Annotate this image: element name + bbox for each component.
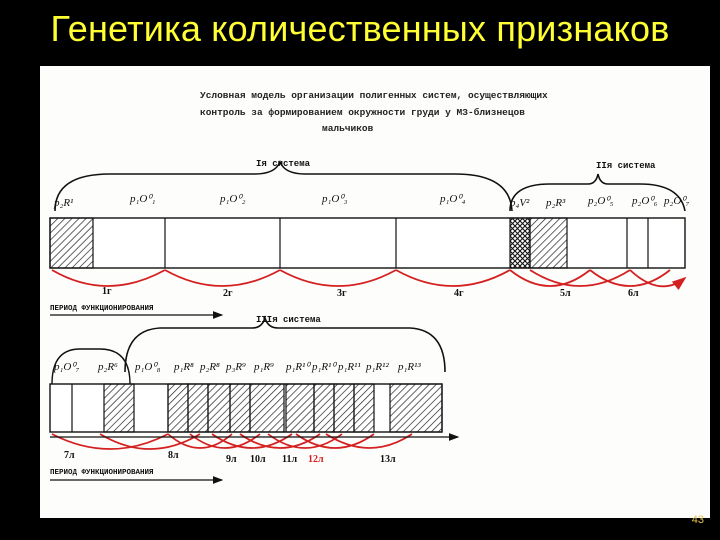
top-period-2: 2г <box>223 288 233 299</box>
top-bar <box>49 217 686 269</box>
bottom-segment-hatched-9 <box>333 383 355 433</box>
bottom-gene-4: p₁R⁸ <box>173 361 194 373</box>
system-2-label: IIя система <box>596 161 656 171</box>
top-period-4: 4г <box>454 288 464 299</box>
bottom-segment-hatched-1 <box>103 383 135 433</box>
system-3-label: IIIя система <box>256 315 321 325</box>
slide-title: Генетика количественных признаков <box>50 8 670 49</box>
top-gene-4: p₁O⁰₃ <box>321 193 348 205</box>
bottom-segment-hatched-8 <box>313 383 335 433</box>
top-period-1: 1г <box>102 286 112 297</box>
top-gene-2: p₁O⁰₁ <box>129 193 156 205</box>
top-gene-7: p₂R³ <box>545 197 566 209</box>
bottom-period-6: 12л <box>308 454 324 465</box>
page-number: 43 <box>691 514 704 526</box>
bottom-gene-9: p₁R¹⁰ <box>311 361 337 373</box>
system-2-brace <box>509 173 686 212</box>
top-gene-10: p₂O⁰₇ <box>663 195 690 207</box>
bottom-period-1: 7л <box>64 450 75 461</box>
bottom-gene-6: p₃R⁹ <box>225 361 246 373</box>
caption-line-1: Условная модель организации полигенных с… <box>200 90 548 101</box>
bottom-gene-12: p₁R¹³ <box>397 361 421 373</box>
system-3-brace <box>124 315 446 373</box>
caption-line-3: мальчиков <box>322 123 374 134</box>
top-period-3: 3г <box>337 288 347 299</box>
system-1-label: Iя система <box>256 159 311 169</box>
bottom-gene-1: p₁O⁰₇ <box>53 361 80 373</box>
top-gene-1: p₂R¹ <box>53 197 73 209</box>
bottom-segment-hatched-7 <box>285 383 315 433</box>
top-gene-8: p₂O⁰₅ <box>587 195 614 207</box>
top-gene-9: p₂O⁰₆ <box>631 195 658 207</box>
top-segment-crosshatched <box>509 217 531 269</box>
top-segment-hatched-1 <box>49 217 94 269</box>
top-period-arcs <box>51 269 687 291</box>
bottom-period-5: 11л <box>282 454 297 465</box>
bottom-segment-hatched-5 <box>229 383 251 433</box>
top-period-6: 6л <box>628 288 639 299</box>
bottom-period-3: 9л <box>226 454 237 465</box>
bottom-period-7: 13л <box>380 454 396 465</box>
bottom-gene-7: p₁R⁹ <box>253 361 274 373</box>
bottom-gene-2: p₂R⁶ <box>97 361 118 373</box>
polygenic-model-diagram: Условная модель организации полигенных с… <box>49 90 690 484</box>
bottom-gene-10: p₁R¹¹ <box>337 361 361 373</box>
top-gene-6: p₄V² <box>509 197 530 209</box>
figure-panel: Условная модель организации полигенных с… <box>40 66 710 518</box>
bottom-period-4: 10л <box>250 454 266 465</box>
bottom-period-2: 8л <box>168 450 179 461</box>
bottom-segment-hatched-6 <box>249 383 285 433</box>
bottom-segment-hatched-3 <box>187 383 209 433</box>
caption-line-2: контроль за формированием окружности гру… <box>200 107 525 118</box>
bottom-segment-hatched-2 <box>167 383 189 433</box>
bottom-gene-3: p₁O⁰₈ <box>134 361 161 373</box>
bottom-segment-hatched-4 <box>207 383 231 433</box>
top-axis-caption: ПЕРИОД ФУНКЦИОНИРОВАНИЯ <box>50 305 154 313</box>
bottom-segment-hatched-11 <box>389 383 443 433</box>
bottom-gene-11: p₁R¹² <box>365 361 389 373</box>
system-1-brace <box>54 159 513 212</box>
bottom-axis-caption: ПЕРИОД ФУНКЦИОНИРОВАНИЯ <box>50 469 154 477</box>
bottom-segment-hatched-10 <box>353 383 375 433</box>
top-gene-5: p₁O⁰₄ <box>439 193 466 205</box>
top-gene-3: p₁O⁰₂ <box>219 193 246 205</box>
bottom-period-arcs <box>51 433 413 450</box>
bottom-gene-5: p₂R⁸ <box>199 361 220 373</box>
top-segment-hatched-2 <box>529 217 568 269</box>
top-period-5: 5л <box>560 288 571 299</box>
bottom-gene-8: p₁R¹⁰ <box>285 361 311 373</box>
